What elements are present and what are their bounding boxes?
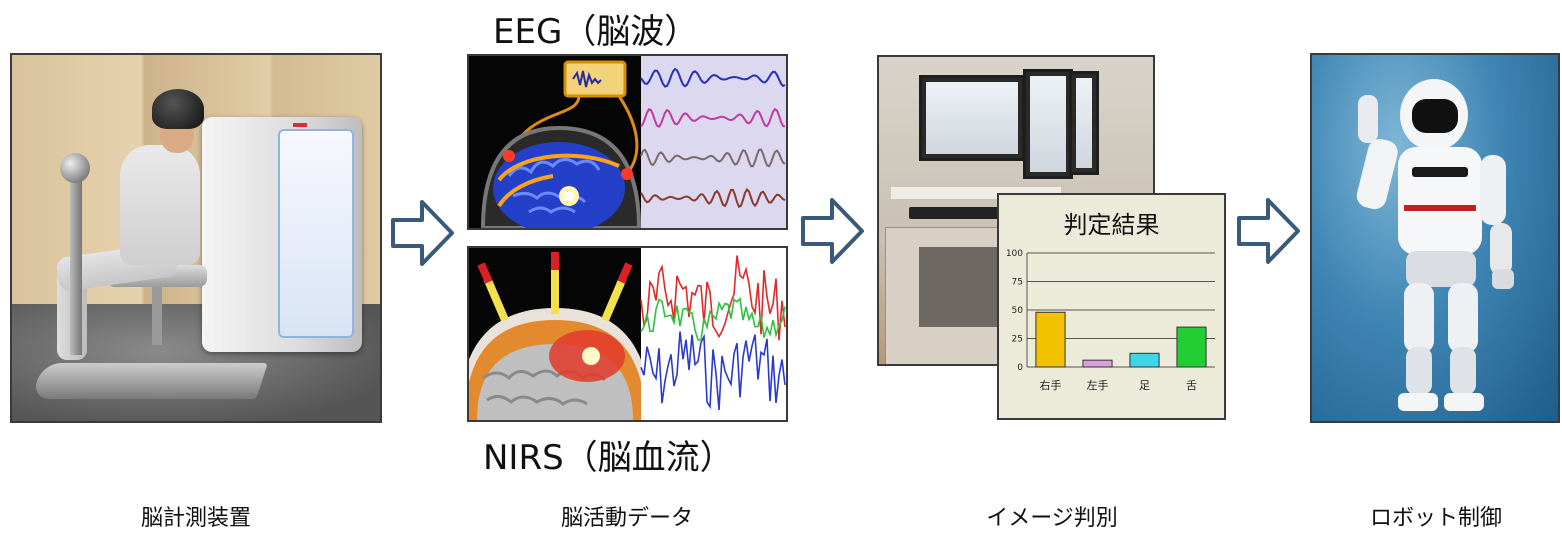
y-tick-label: 0	[1017, 363, 1023, 373]
scanner-front-panel	[278, 129, 354, 338]
eeg-panel	[467, 54, 788, 230]
judgment-result-chart: 判定結果 0 25 50 75 100 右手 左手 足 舌	[997, 193, 1226, 420]
joystick-pole	[70, 165, 82, 355]
caption-robot-control: ロボット制御	[1369, 506, 1503, 531]
chart-title: 判定結果	[1063, 211, 1160, 239]
caption-image-discrimination: イメージ判別	[986, 506, 1118, 531]
x-tick-label: 右手	[1040, 378, 1062, 392]
joystick-knob	[60, 153, 90, 183]
eeg-trace	[640, 67, 786, 88]
caption-measuring-device: 脳計測装置	[140, 506, 252, 531]
person-torso	[120, 145, 200, 265]
nirs-waveforms	[640, 255, 786, 410]
y-tick-label: 25	[1012, 335, 1023, 345]
side-monitor	[1069, 71, 1099, 175]
chair-post	[152, 285, 162, 345]
eeg-illustration	[469, 56, 786, 228]
nirs-trace	[640, 297, 786, 342]
scanner-unit	[202, 117, 362, 352]
electrode-left	[503, 150, 515, 162]
nirs-trace	[640, 331, 786, 410]
scanner-logo	[293, 123, 307, 127]
keyboard	[909, 207, 1019, 219]
bar	[1035, 311, 1066, 368]
right-arrow-icon	[1237, 198, 1300, 264]
x-tick-label: 左手	[1087, 378, 1109, 392]
eeg-waveforms	[640, 67, 786, 209]
nirs-panel	[467, 246, 788, 422]
right-arrow-icon	[801, 198, 864, 264]
eeg-trace	[640, 187, 786, 209]
nirs-probes	[477, 252, 633, 322]
right-monitor	[1023, 69, 1073, 179]
left-monitor	[919, 75, 1025, 161]
eeg-helmet	[152, 89, 204, 129]
humanoid-robot	[1356, 79, 1514, 411]
caption-brain-activity-data: 脳活動データ	[560, 506, 694, 531]
nirs-trace	[640, 255, 786, 341]
bar	[1129, 352, 1160, 368]
electrode-right	[621, 168, 633, 180]
y-tick-label: 50	[1012, 306, 1024, 316]
x-tick-label: 舌	[1186, 379, 1197, 392]
bar-chart: 0 25 50 75 100 右手 左手 足 舌	[1006, 249, 1215, 392]
robot-photo	[1310, 53, 1560, 423]
eeg-title: EEG（脳波）	[493, 12, 699, 52]
device-base	[31, 363, 268, 399]
bar	[1082, 359, 1113, 368]
bar	[1176, 326, 1207, 368]
nirs-title: NIRS（脳血流）	[483, 438, 734, 478]
y-tick-label: 100	[1006, 249, 1023, 259]
brain-measuring-device-photo	[10, 53, 382, 423]
y-tick-label: 75	[1012, 278, 1023, 288]
x-tick-label: 足	[1139, 379, 1150, 392]
nirs-illustration	[469, 248, 786, 420]
eeg-trace	[640, 148, 786, 168]
right-arrow-icon	[391, 200, 454, 266]
eeg-trace	[640, 107, 786, 129]
